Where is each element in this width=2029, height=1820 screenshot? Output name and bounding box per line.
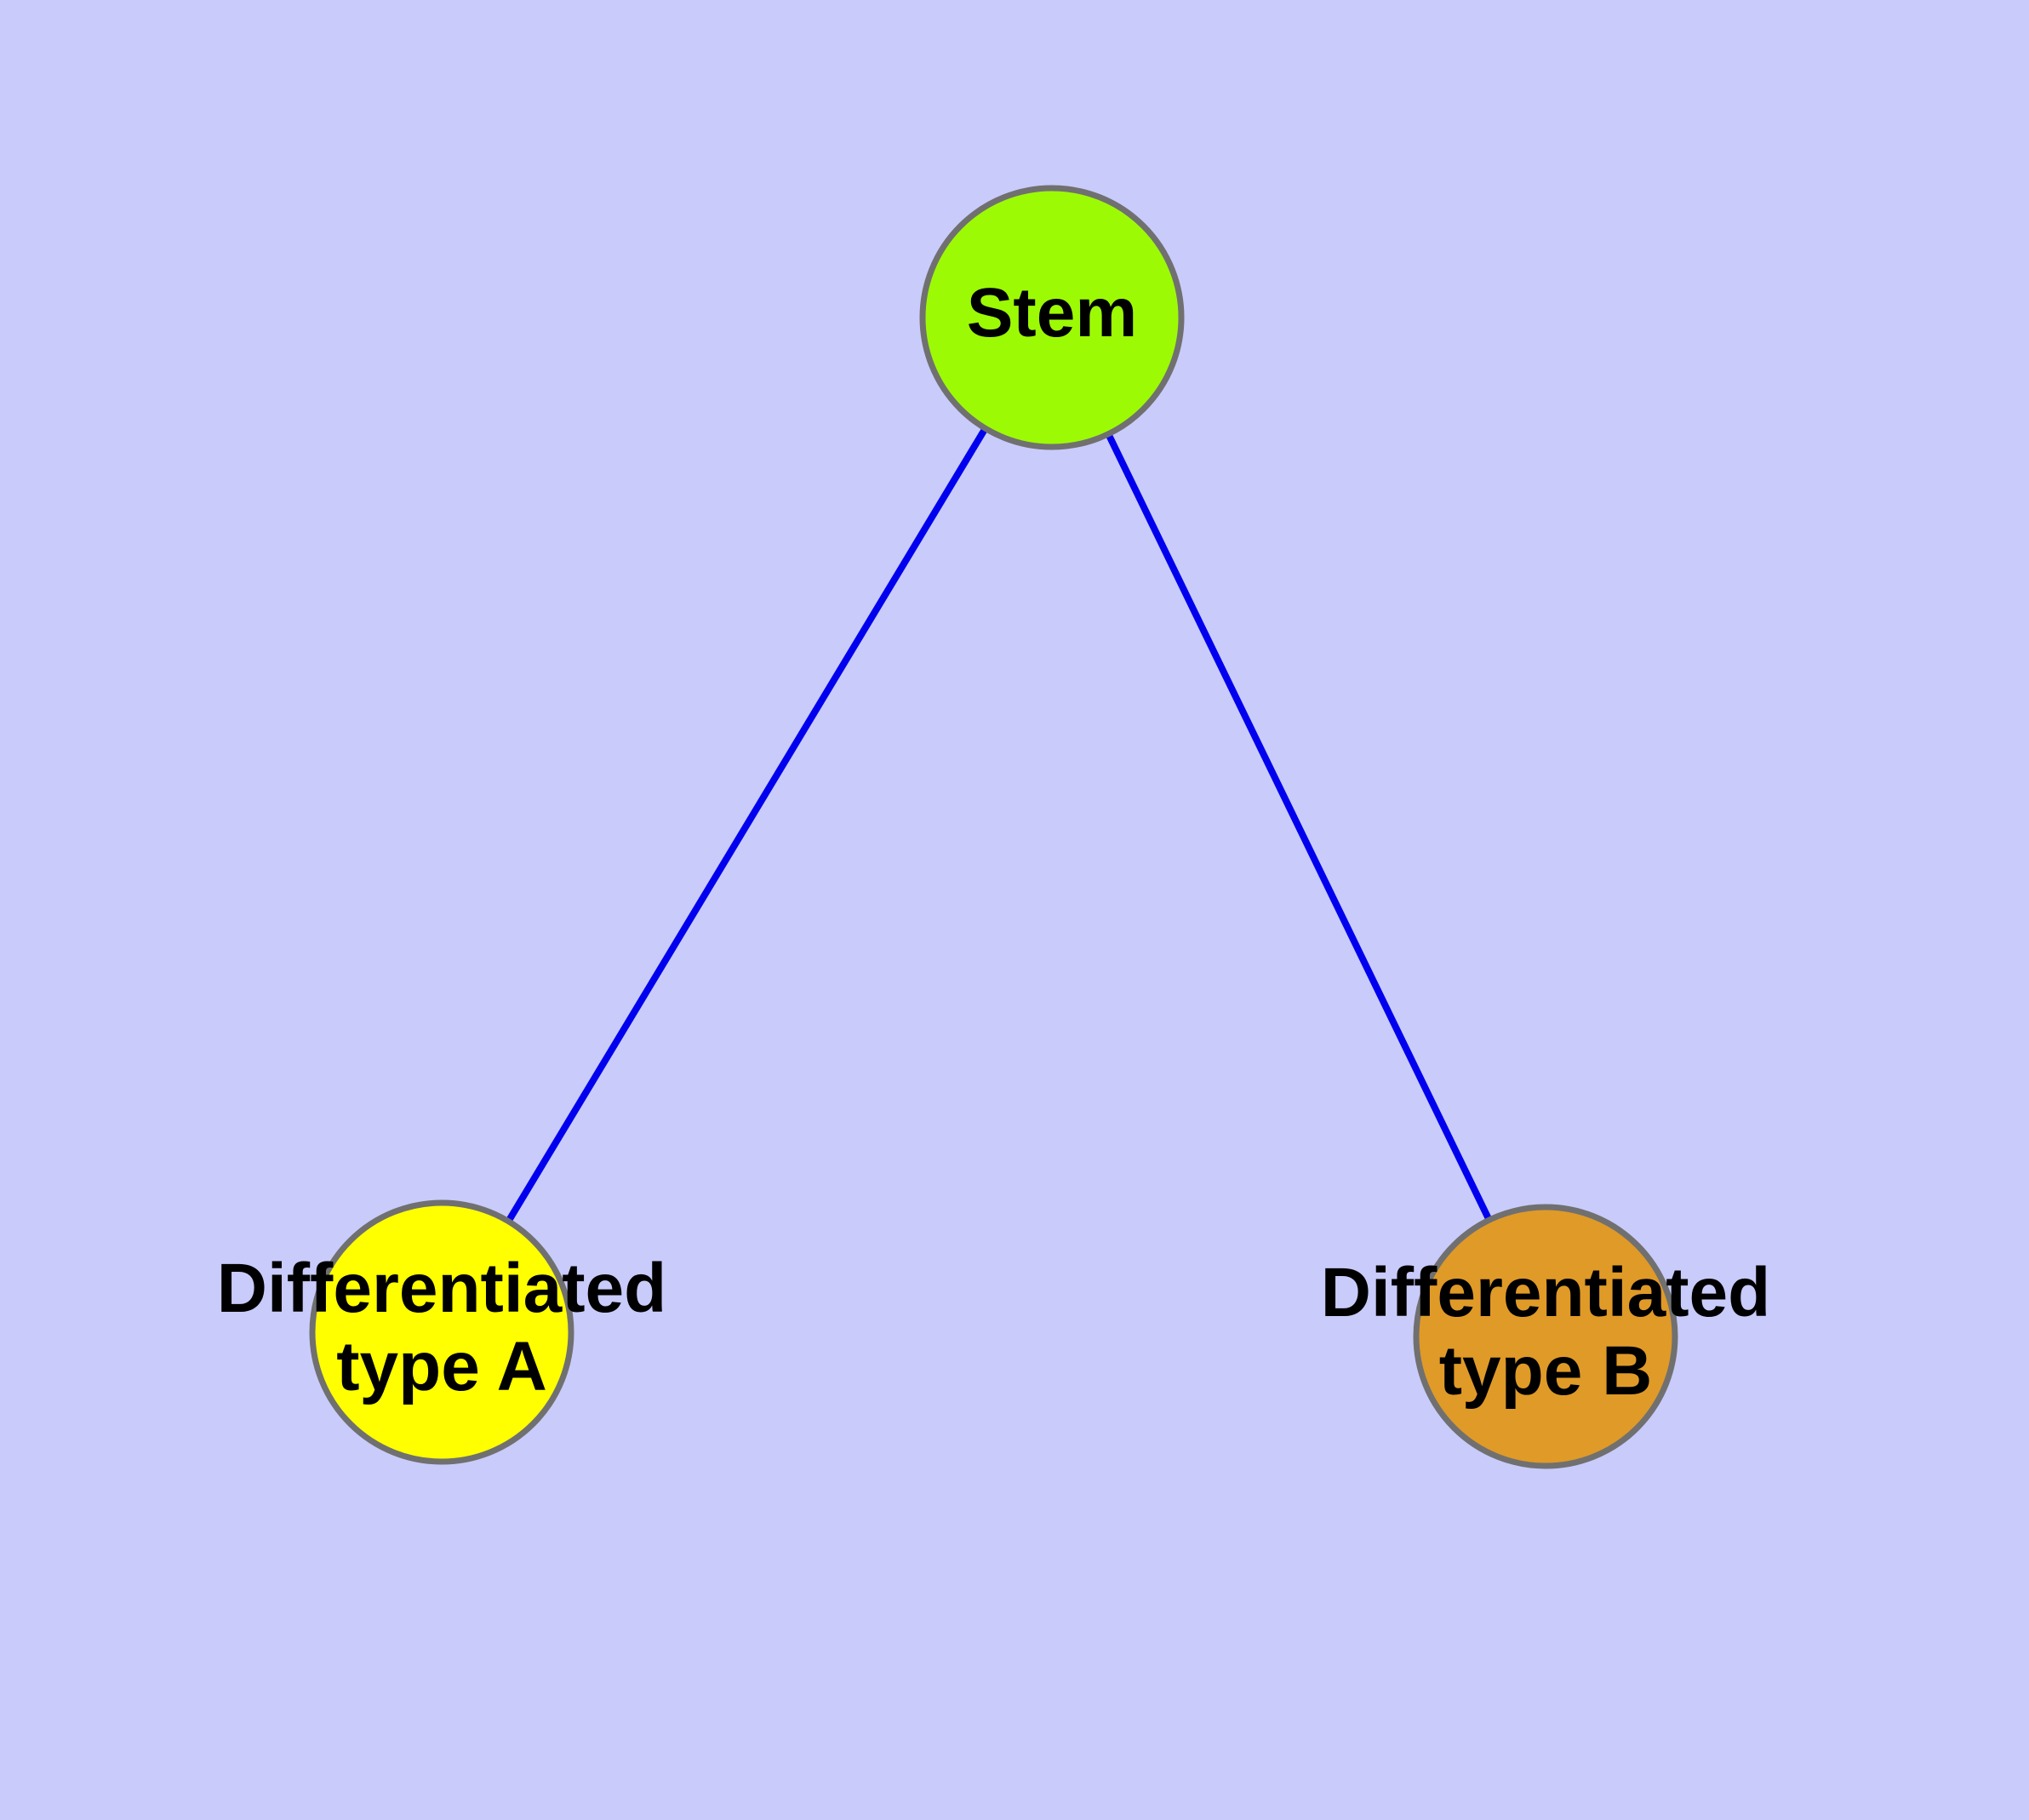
node-label-line: type A — [336, 1328, 547, 1405]
node-label-stem: Stem — [967, 274, 1138, 352]
edge-stem-to-diff_a[interactable] — [504, 425, 990, 1225]
node-label-line: Differentiated — [1321, 1254, 1771, 1331]
node-stem[interactable] — [919, 185, 1185, 450]
edges-layer — [504, 425, 1494, 1225]
node-label-line: Differentiated — [217, 1250, 667, 1327]
node-diff_b[interactable] — [1413, 1204, 1678, 1469]
nodes-layer — [309, 185, 1678, 1469]
edge-stem-to-diff_b[interactable] — [1104, 431, 1494, 1223]
node-diff_a[interactable] — [309, 1199, 574, 1465]
node-label-line: Stem — [967, 274, 1138, 352]
node-label-line: type B — [1439, 1332, 1653, 1410]
